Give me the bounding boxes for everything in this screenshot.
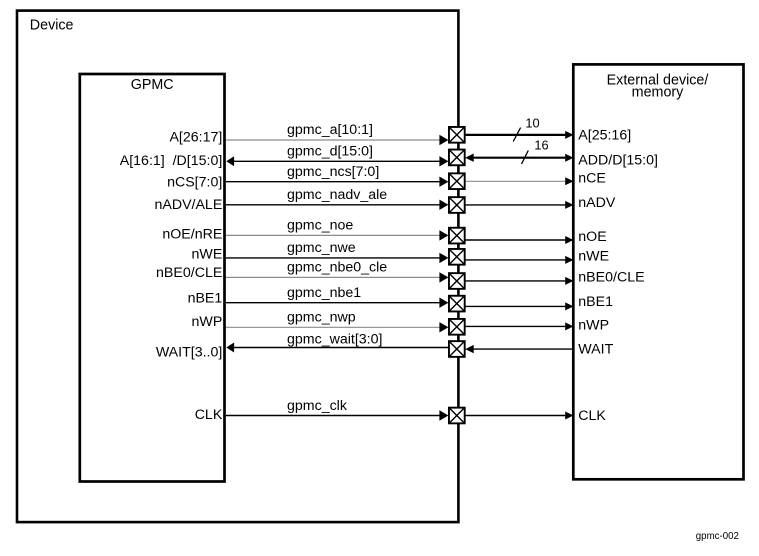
svg-text:gpmc_nbe1: gpmc_nbe1 <box>287 285 361 301</box>
svg-text:gpmc_a[10:1]: gpmc_a[10:1] <box>287 122 373 138</box>
svg-text:nADV/ALE: nADV/ALE <box>154 197 222 213</box>
svg-text:ADD/D[15:0]: ADD/D[15:0] <box>578 152 658 168</box>
svg-text:CLK: CLK <box>578 408 606 424</box>
svg-text:gpmc_d[15:0]: gpmc_d[15:0] <box>287 143 373 159</box>
svg-text:16: 16 <box>534 138 548 153</box>
svg-text:A[16:1] /D[15:0]: A[16:1] /D[15:0] <box>120 153 223 169</box>
svg-text:gpmc_nbe0_cle: gpmc_nbe0_cle <box>287 260 387 276</box>
svg-text:10: 10 <box>525 116 539 131</box>
svg-text:nWE: nWE <box>192 247 223 263</box>
svg-text:nCE: nCE <box>578 171 606 187</box>
svg-text:nOE/nRE: nOE/nRE <box>162 227 222 243</box>
svg-text:nADV: nADV <box>578 195 616 211</box>
svg-text:memory: memory <box>632 85 684 101</box>
svg-text:gpmc_nwe: gpmc_nwe <box>287 240 356 256</box>
svg-text:WAIT: WAIT <box>578 342 613 358</box>
svg-text:nCS[7:0]: nCS[7:0] <box>167 175 222 191</box>
svg-text:nWP: nWP <box>192 314 223 330</box>
svg-text:WAIT[3..0]: WAIT[3..0] <box>156 345 222 361</box>
svg-text:nOE: nOE <box>578 229 606 245</box>
svg-text:gpmc_ncs[7:0]: gpmc_ncs[7:0] <box>287 164 379 180</box>
svg-text:nWP: nWP <box>578 318 609 334</box>
svg-text:nBE0/CLE: nBE0/CLE <box>578 270 644 286</box>
svg-text:gpmc_wait[3:0]: gpmc_wait[3:0] <box>287 332 382 348</box>
svg-text:nBE1: nBE1 <box>578 294 613 310</box>
svg-text:nBE1: nBE1 <box>188 291 223 307</box>
svg-text:gpmc_nwp: gpmc_nwp <box>287 310 356 326</box>
svg-text:Device: Device <box>30 17 74 33</box>
svg-text:CLK: CLK <box>195 407 223 423</box>
svg-text:nWE: nWE <box>578 249 609 265</box>
svg-text:nBE0/CLE: nBE0/CLE <box>156 265 222 281</box>
svg-text:gpmc_nadv_ale: gpmc_nadv_ale <box>287 187 387 203</box>
svg-text:A[26:17]: A[26:17] <box>169 130 222 146</box>
svg-text:External device/: External device/ <box>607 72 709 88</box>
svg-text:A[25:16]: A[25:16] <box>578 127 631 143</box>
svg-text:GPMC: GPMC <box>131 77 174 93</box>
svg-text:gpmc_noe: gpmc_noe <box>287 218 353 234</box>
svg-text:gpmc_clk: gpmc_clk <box>287 398 348 414</box>
svg-text:gpmc-002: gpmc-002 <box>696 531 739 542</box>
